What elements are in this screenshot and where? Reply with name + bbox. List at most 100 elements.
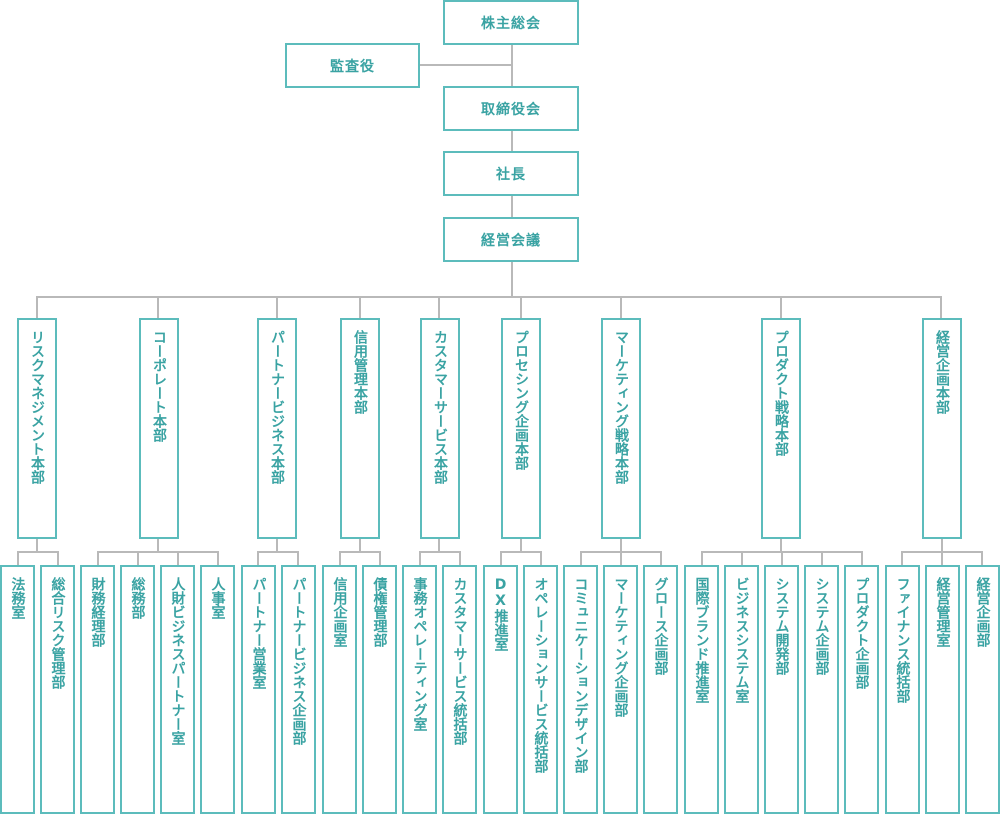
- unit-box: 経営管理室: [925, 565, 960, 814]
- unit-label: マーケティング企画部: [612, 577, 629, 717]
- connector: [780, 296, 782, 318]
- unit-label: DX推進室: [492, 577, 509, 651]
- unit-box: 債権管理部: [362, 565, 397, 814]
- division-label: カスタマーサービス本部: [432, 330, 448, 484]
- unit-box: 人事室: [200, 565, 235, 814]
- connector: [57, 551, 59, 565]
- division-box: プロダクト戦略本部: [761, 318, 801, 539]
- unit-label: 法務室: [9, 577, 26, 619]
- unit-label: 人財ビジネスパートナー室: [169, 577, 186, 745]
- unit-label: パートナービジネス企画部: [290, 577, 307, 745]
- unit-label: 信用企画室: [331, 577, 348, 647]
- connector: [379, 551, 381, 565]
- unit-box: 信用企画室: [322, 565, 357, 814]
- division-box: リスクマネジメント本部: [17, 318, 57, 539]
- division-label: パートナービジネス本部: [269, 330, 285, 484]
- unit-label: 総合リスク管理部: [49, 577, 66, 689]
- connector: [359, 296, 361, 318]
- unit-label: コミュニケーションデザイン部: [572, 577, 589, 773]
- connector: [500, 551, 542, 553]
- connector: [438, 296, 440, 318]
- unit-box: 経営企画部: [965, 565, 1000, 814]
- unit-label: システム開発部: [773, 577, 790, 675]
- unit-box: マーケティング企画部: [603, 565, 638, 814]
- unit-box: 事務オペレーティング室: [402, 565, 437, 814]
- division-box: マーケティング戦略本部: [601, 318, 641, 539]
- box-label: 監査役: [330, 58, 375, 75]
- connector: [359, 539, 361, 552]
- unit-box: 法務室: [0, 565, 35, 814]
- connector: [459, 551, 461, 565]
- connector: [419, 64, 513, 66]
- connector: [660, 551, 662, 565]
- connector: [781, 551, 783, 565]
- connector: [580, 551, 582, 565]
- connector: [297, 551, 299, 565]
- connector: [861, 551, 863, 565]
- unit-box: 総務部: [120, 565, 155, 814]
- unit-box: ファイナンス統括部: [885, 565, 920, 814]
- unit-box: パートナー営業室: [241, 565, 276, 814]
- unit-label: 財務経理部: [89, 577, 106, 647]
- box-label: 社長: [496, 166, 526, 183]
- division-box: 信用管理本部: [340, 318, 380, 539]
- division-box: カスタマーサービス本部: [420, 318, 460, 539]
- connector: [137, 551, 139, 565]
- connector: [177, 551, 179, 565]
- president-box: 社長: [443, 151, 579, 196]
- unit-box: 人財ビジネスパートナー室: [160, 565, 195, 814]
- division-box: 経営企画本部: [922, 318, 962, 539]
- connector: [17, 551, 19, 565]
- unit-label: 経営企画部: [974, 577, 991, 647]
- unit-box: ビジネスシステム室: [724, 565, 759, 814]
- connector: [901, 551, 903, 565]
- unit-label: グロース企画部: [652, 577, 669, 675]
- connector: [511, 44, 513, 88]
- connector: [157, 296, 159, 318]
- board-box: 取締役会: [443, 86, 579, 131]
- division-box: パートナービジネス本部: [257, 318, 297, 539]
- unit-label: 債権管理部: [371, 577, 388, 647]
- connector: [941, 539, 943, 552]
- connector: [37, 296, 942, 298]
- unit-box: 財務経理部: [80, 565, 115, 814]
- box-label: 株主総会: [481, 15, 541, 32]
- unit-box: カスタマーサービス統括部: [442, 565, 477, 814]
- connector: [438, 539, 440, 552]
- unit-box: システム企画部: [804, 565, 839, 814]
- auditor-box: 監査役: [285, 43, 420, 88]
- connector: [940, 296, 942, 318]
- division-label: プロセシング企画本部: [513, 330, 529, 470]
- division-label: コーポレート本部: [151, 330, 167, 442]
- connector: [620, 551, 622, 565]
- connector: [620, 539, 622, 552]
- connector: [511, 130, 513, 152]
- connector: [157, 539, 159, 552]
- connector: [511, 196, 513, 218]
- unit-label: 経営管理室: [934, 577, 951, 647]
- division-label: 信用管理本部: [352, 330, 368, 414]
- unit-label: ビジネスシステム室: [733, 577, 750, 703]
- connector: [419, 551, 421, 565]
- connector: [36, 539, 38, 552]
- connector: [520, 296, 522, 318]
- division-label: マーケティング戦略本部: [613, 330, 629, 484]
- unit-label: システム企画部: [813, 577, 830, 675]
- unit-box: コミュニケーションデザイン部: [563, 565, 598, 814]
- unit-label: ファイナンス統括部: [894, 577, 911, 703]
- division-label: プロダクト戦略本部: [773, 330, 789, 456]
- unit-label: 人事室: [209, 577, 226, 619]
- connector: [257, 551, 259, 565]
- box-label: 取締役会: [481, 101, 541, 118]
- unit-label: オペレーションサービス統括部: [532, 577, 549, 773]
- connector: [540, 551, 542, 565]
- unit-box: システム開発部: [764, 565, 799, 814]
- unit-label: 事務オペレーティング室: [411, 577, 428, 731]
- connector: [339, 551, 341, 565]
- unit-box: DX推進室: [483, 565, 518, 814]
- connector: [620, 296, 622, 318]
- connector: [701, 551, 703, 565]
- connector: [339, 551, 381, 553]
- connector: [419, 551, 461, 553]
